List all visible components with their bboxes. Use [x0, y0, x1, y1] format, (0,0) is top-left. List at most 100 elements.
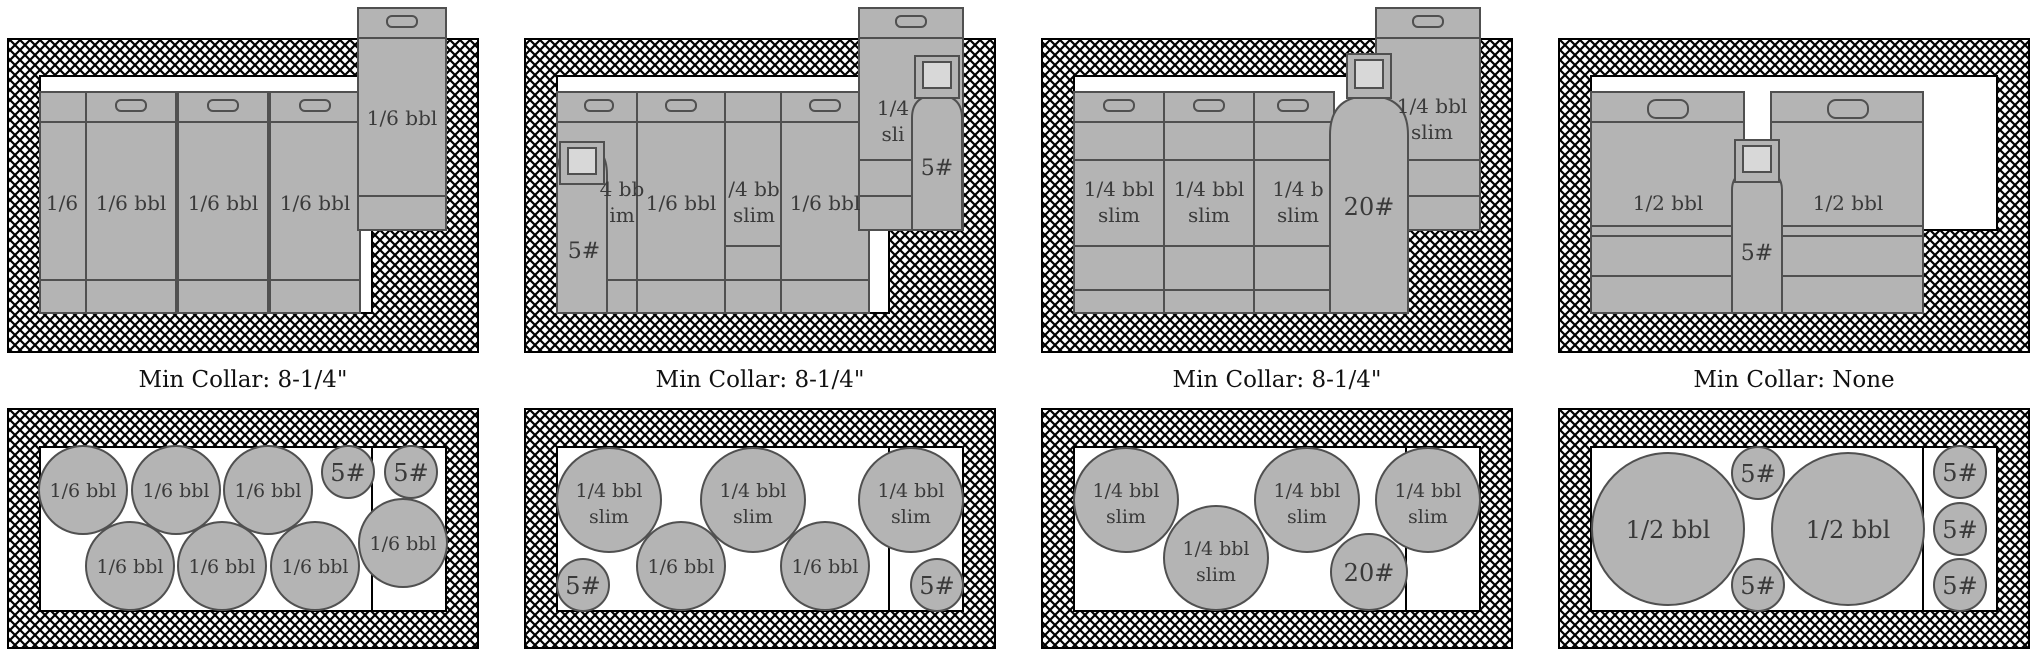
- keg: 1/6 bbl: [85, 521, 175, 611]
- svg-text:slim: slim: [1196, 564, 1236, 586]
- config-4-side-view: 1/2 bbl 1/2 bbl 5#: [1558, 38, 2030, 353]
- keg: [780, 91, 870, 314]
- svg-text:1/6 bbl: 1/6 bbl: [142, 480, 209, 502]
- svg-text:5#: 5#: [1740, 460, 1775, 488]
- keg: 1/6 bbl: [38, 445, 128, 535]
- svg-text:1/6 bbl: 1/6 bbl: [49, 480, 116, 502]
- co2-tank: 5#: [1731, 446, 1785, 500]
- keg: 1/6 bbl: [780, 521, 870, 611]
- svg-text:1/4 bbl: 1/4 bbl: [1394, 480, 1461, 502]
- svg-text:5#: 5#: [565, 572, 600, 600]
- keg-label: 1/6 bbl: [367, 106, 438, 130]
- config-3-side-view: 1/4 bbl slim 1/4 bbl slim 1/4 b slim 20#…: [1041, 7, 1513, 353]
- co2-tank: [911, 55, 963, 231]
- svg-text:slim: slim: [1106, 506, 1146, 528]
- co2-tank: 5#: [1731, 558, 1785, 612]
- keg-label: im: [609, 203, 634, 227]
- keg-label: 1/6 bbl: [280, 191, 351, 215]
- keg: 1/4 bbl slim: [1073, 447, 1179, 553]
- keg: [39, 91, 91, 314]
- keg-label: sli: [881, 122, 904, 146]
- keg: [85, 91, 177, 314]
- svg-text:1/4 bbl: 1/4 bbl: [1092, 480, 1159, 502]
- panel-caption: Min Collar: 8-1/4": [139, 367, 348, 393]
- co2-tank: 20#: [1330, 533, 1408, 611]
- keg-label: slim: [1098, 203, 1140, 227]
- config-1-side-view: 1/6 1/6 bbl 1/6 bbl 1/6 bbl 1/6 bbl: [7, 7, 479, 353]
- keg: 1/4 bbl slim: [1163, 505, 1269, 611]
- config-1-top-view: 1/6 bbl 1/6 bbl 1/6 bbl 5# 5# 1/6 bbl 1/…: [7, 408, 479, 649]
- keg: 1/6 bbl: [270, 521, 360, 611]
- svg-text:slim: slim: [891, 506, 931, 528]
- svg-text:5#: 5#: [1942, 572, 1977, 600]
- keg-label: 4 bb: [600, 177, 645, 201]
- keg: [636, 91, 726, 314]
- keg: [177, 91, 269, 314]
- panel-caption: Min Collar: 8-1/4": [656, 367, 865, 393]
- svg-text:1/6 bbl: 1/6 bbl: [96, 556, 163, 578]
- svg-text:5#: 5#: [919, 572, 954, 600]
- keg: [357, 7, 447, 231]
- co2-tank: [1329, 53, 1409, 314]
- keg-label: 20#: [1344, 193, 1395, 221]
- svg-text:slim: slim: [1408, 506, 1448, 528]
- keg: 1/6 bbl: [636, 521, 726, 611]
- svg-text:1/4 bbl: 1/4 bbl: [1182, 538, 1249, 560]
- keg: 1/6 bbl: [177, 521, 267, 611]
- keg: 1/2 bbl: [1771, 452, 1925, 606]
- keg: 1/6 bbl: [223, 445, 313, 535]
- svg-text:20#: 20#: [1344, 559, 1395, 587]
- svg-text:5#: 5#: [1740, 572, 1775, 600]
- co2-tank: 5#: [910, 558, 964, 612]
- svg-text:slim: slim: [733, 506, 773, 528]
- keg-label: slim: [1277, 203, 1319, 227]
- co2-tank: 5#: [321, 445, 375, 499]
- svg-text:5#: 5#: [330, 459, 365, 487]
- keg: [1163, 91, 1255, 314]
- panel-caption: Min Collar: None: [1693, 367, 1894, 393]
- config-3-top-view: 1/4 bbl slim 1/4 bbl slim 1/4 bbl slim 1/4 …: [1041, 408, 1513, 649]
- co2-tank: 5#: [1933, 558, 1987, 612]
- keg: 1/4 bbl slim: [556, 447, 662, 553]
- keg-label: 5#: [568, 239, 600, 264]
- config-4-top-view: 1/2 bbl 1/2 bbl 5# 5# 5# 5# 5#: [1558, 408, 2030, 649]
- svg-text:1/4 bbl: 1/4 bbl: [877, 480, 944, 502]
- keg-label: 5#: [921, 156, 953, 181]
- co2-tank: 5#: [1933, 445, 1987, 499]
- co2-tank: 5#: [556, 558, 610, 612]
- svg-text:5#: 5#: [1942, 459, 1977, 487]
- svg-text:1/6 bbl: 1/6 bbl: [281, 556, 348, 578]
- co2-tank: 5#: [384, 445, 438, 499]
- keg-label: slim: [733, 203, 775, 227]
- keg-label: slim: [1411, 120, 1453, 144]
- keg: 1/6 bbl: [131, 445, 221, 535]
- keg-label: 1/6 bbl: [188, 191, 259, 215]
- svg-text:slim: slim: [1287, 506, 1327, 528]
- svg-text:1/4 bbl: 1/4 bbl: [1273, 480, 1340, 502]
- svg-text:5#: 5#: [1942, 516, 1977, 544]
- keg: 1/4 bbl slim: [1375, 447, 1481, 553]
- svg-text:1/6 bbl: 1/6 bbl: [791, 556, 858, 578]
- keg: [1590, 91, 1745, 314]
- svg-text:5#: 5#: [393, 459, 428, 487]
- keg: [724, 91, 784, 314]
- keg-label: /4 bb: [728, 177, 779, 201]
- config-2-side-view: 5# 1/6 bbl /4 bb slim 1/6 bbl 1/4 sli 5#…: [524, 7, 996, 353]
- svg-text:1/2 bbl: 1/2 bbl: [1626, 516, 1711, 544]
- svg-text:1/4 bbl: 1/4 bbl: [575, 480, 642, 502]
- keg: 1/4 bbl slim: [858, 447, 964, 553]
- keg-label: 1/6 bbl: [646, 191, 717, 215]
- keg-label: 5#: [1741, 241, 1773, 266]
- keg-label: 1/6 bbl: [790, 191, 861, 215]
- svg-text:slim: slim: [589, 506, 629, 528]
- keg-label: 1/2 bbl: [1633, 191, 1704, 215]
- keg-label: slim: [1188, 203, 1230, 227]
- keg: 1/4 bbl slim: [1254, 447, 1360, 553]
- keg: [1770, 91, 1924, 314]
- keg-label: 1/4 bbl: [1397, 94, 1468, 118]
- svg-text:1/6 bbl: 1/6 bbl: [369, 533, 436, 555]
- keg-label: 1/4 bbl: [1174, 177, 1245, 201]
